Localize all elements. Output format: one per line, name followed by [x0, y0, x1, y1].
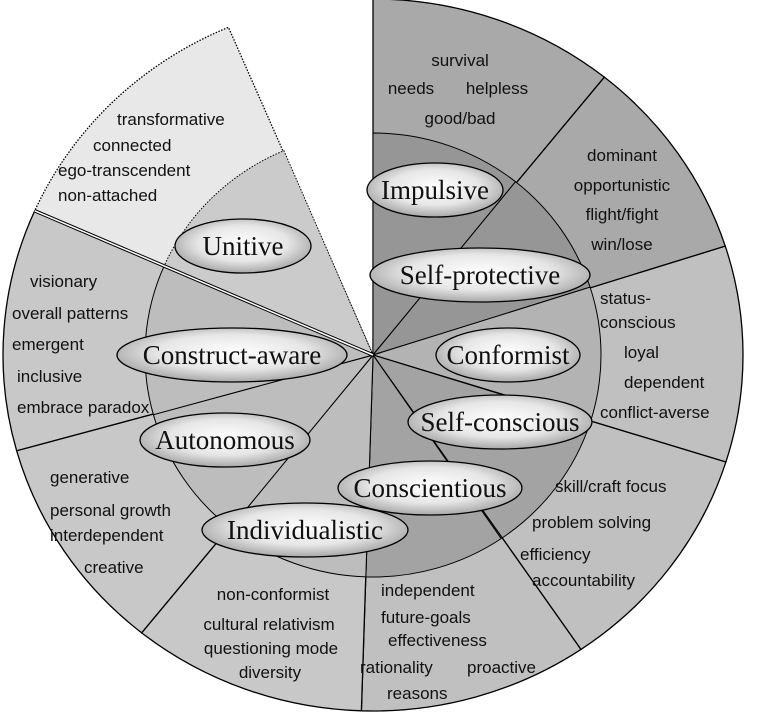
stage-oval [407, 394, 593, 450]
trait-self-protective: flight/fight [586, 205, 659, 224]
trait-individualistic: diversity [239, 663, 302, 682]
stage-oval [174, 218, 312, 274]
trait-unitive: non-attached [58, 186, 157, 205]
trait-self-protective: opportunistic [574, 176, 671, 195]
trait-construct-aware: embrace paradox [17, 398, 150, 417]
trait-conscientious: proactive [467, 658, 536, 677]
trait-impulsive: helpless [466, 79, 528, 98]
stage-badge-conscientious: Conscientious [337, 460, 523, 516]
trait-self-protective: dominant [587, 146, 657, 165]
trait-impulsive: needs [388, 79, 434, 98]
trait-unitive: transformative [117, 110, 225, 129]
trait-individualistic: questioning mode [204, 639, 338, 658]
stage-label: Self-conscious [421, 407, 580, 437]
trait-conscientious: reasons [387, 684, 447, 703]
trait-autonomous: personal growth [50, 501, 171, 520]
trait-individualistic: cultural relativism [203, 615, 334, 634]
trait-construct-aware: overall patterns [12, 304, 128, 323]
trait-self-conscious: efficiency [520, 545, 591, 564]
stage-oval [201, 502, 409, 558]
stage-label: Impulsive [381, 175, 489, 205]
trait-conformist: loyal [624, 343, 659, 362]
stage-badge-unitive: Unitive [174, 218, 312, 274]
trait-self-conscious: skill/craft focus [555, 477, 666, 496]
trait-conformist: conflict-averse [600, 403, 710, 422]
trait-self-conscious: problem solving [532, 513, 651, 532]
stage-badge-individualistic: Individualistic [201, 502, 409, 558]
stage-label: Construct-aware [143, 340, 321, 370]
trait-construct-aware: inclusive [17, 367, 82, 386]
trait-individualistic: non-conformist [217, 585, 330, 604]
trait-conformist: conscious [600, 313, 676, 332]
trait-construct-aware: visionary [30, 272, 98, 291]
stage-badge-autonomous: Autonomous [139, 412, 311, 468]
stage-oval [366, 162, 504, 218]
trait-impulsive: good/bad [425, 109, 496, 128]
stage-badge-self-conscious: Self-conscious [407, 394, 593, 450]
stage-oval [369, 247, 591, 303]
stage-badge-conformist: Conformist [435, 327, 581, 383]
trait-unitive: ego-transcendent [58, 161, 191, 180]
stage-label: Conscientious [354, 473, 507, 503]
trait-conscientious: independent [381, 581, 475, 600]
trait-unitive: connected [93, 136, 171, 155]
stage-oval [116, 327, 348, 383]
trait-conscientious: effectiveness [388, 631, 487, 650]
trait-self-conscious: accountability [532, 571, 636, 590]
stage-badge-construct-aware: Construct-aware [116, 327, 348, 383]
stage-badge-self-protective: Self-protective [369, 247, 591, 303]
trait-autonomous: creative [84, 558, 144, 577]
stage-label: Unitive [203, 231, 284, 261]
stage-label: Autonomous [155, 425, 295, 455]
trait-conscientious: future-goals [381, 608, 471, 627]
stage-label: Self-protective [400, 260, 560, 290]
stage-oval [337, 460, 523, 516]
stage-label: Individualistic [227, 515, 383, 545]
trait-autonomous: interdependent [50, 526, 164, 545]
stage-label: Conformist [446, 340, 570, 370]
stage-oval [435, 327, 581, 383]
stage-badge-impulsive: Impulsive [366, 162, 504, 218]
stage-oval [139, 412, 311, 468]
unitive-boundary-gap [34, 210, 374, 356]
trait-conformist: status- [600, 289, 651, 308]
trait-impulsive: survival [431, 51, 489, 70]
trait-conscientious: rationality [360, 658, 433, 677]
trait-conformist: dependent [624, 373, 705, 392]
trait-autonomous: generative [50, 468, 129, 487]
trait-self-protective: win/lose [590, 235, 652, 254]
trait-construct-aware: emergent [12, 335, 84, 354]
